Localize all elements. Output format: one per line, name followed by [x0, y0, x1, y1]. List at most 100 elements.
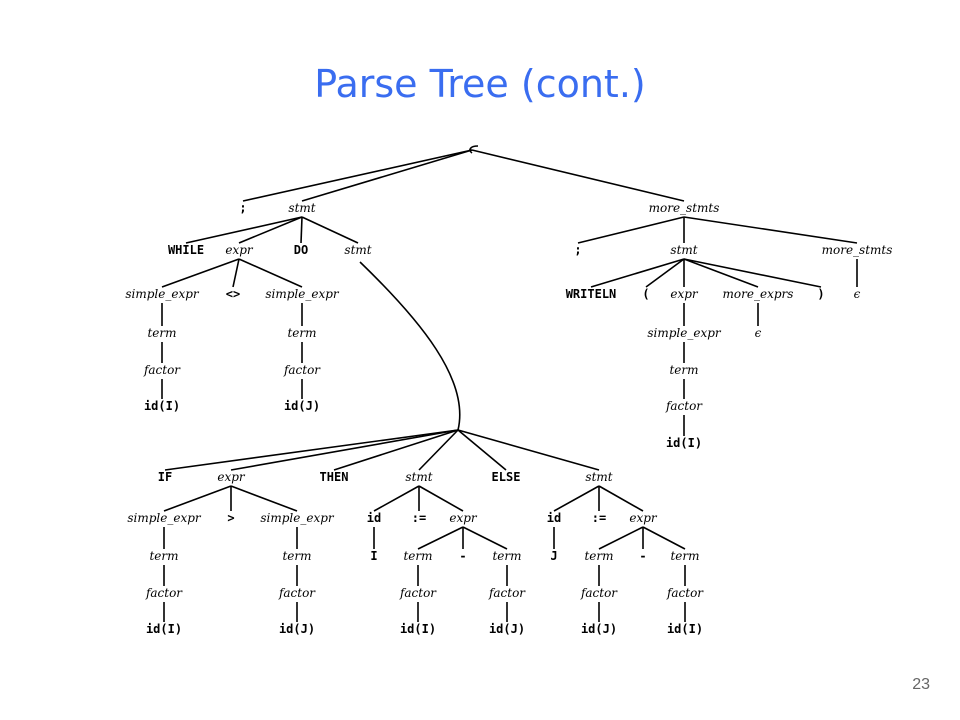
tree-node-termT1: term — [403, 549, 432, 563]
tree-node-stmtT: stmt — [405, 470, 432, 484]
tree-edge-stmt2-rp — [683, 258, 822, 288]
tree-node-termE1: term — [584, 549, 613, 563]
tree-node-facT2: factor — [488, 586, 526, 600]
tree-node-minusE: - — [639, 549, 646, 563]
tree-edge-stmt2-mexprs — [683, 258, 759, 288]
tree-edge-root-more1 — [471, 149, 685, 202]
tree-node-more1: more_stmts — [649, 201, 720, 215]
tree-node-then: THEN — [320, 470, 349, 484]
tree-node-writeln: WRITELN — [566, 287, 617, 301]
tree-node-term2: term — [287, 326, 316, 340]
tree-node-fac2: factor — [283, 363, 321, 377]
tree-node-asgE: := — [592, 511, 606, 525]
tree-node-exprT: expr — [449, 511, 478, 525]
tree-node-I: I — [370, 549, 377, 563]
tree-edge-stmt2-writeln — [590, 258, 685, 288]
tree-edge-stmt2-lp — [645, 258, 685, 288]
tree-node-idJ3: id(J) — [489, 622, 525, 636]
tree-node-stmtE: stmt — [585, 470, 612, 484]
tree-node-fac5: factor — [278, 586, 316, 600]
tree-node-expr1: expr — [225, 243, 254, 257]
tree-edge-stmtW-if — [164, 429, 459, 471]
tree-node-idI2: id(I) — [666, 436, 702, 450]
tree-node-termT2: term — [492, 549, 521, 563]
tree-node-term3: term — [669, 363, 698, 377]
tree-edge-more1-more2 — [683, 216, 858, 244]
tree-node-se5: simple_expr — [260, 511, 335, 525]
tree-node-idJ4: id(J) — [581, 622, 617, 636]
tree-edge-stmtE-exprE — [598, 485, 644, 512]
tree-edge-stmt1-while — [185, 216, 303, 244]
tree-node-facE1: factor — [580, 586, 618, 600]
tree-node-exprIf: expr — [217, 470, 246, 484]
tree-root-mark — [469, 145, 479, 154]
tree-edge-exprIf-se5 — [230, 485, 298, 512]
tree-node-term5: term — [282, 549, 311, 563]
tree-edge-root-semi1 — [242, 149, 473, 202]
tree-edge-stmt1-do — [300, 216, 303, 244]
tree-edge-root-stmt1 — [301, 149, 473, 202]
tree-node-fac3: factor — [665, 399, 703, 413]
tree-node-rp: ) — [817, 287, 824, 301]
tree-edge-stmt-body-curve — [359, 261, 461, 431]
tree-node-stmtW: stmt — [344, 243, 371, 257]
tree-edge-expr1-se2 — [238, 258, 303, 288]
tree-node-gt: > — [227, 511, 234, 525]
tree-edge-more1-semi2 — [577, 216, 685, 244]
tree-node-mexprs: more_exprs — [723, 287, 794, 301]
tree-node-term4: term — [149, 549, 178, 563]
tree-node-asgT: := — [412, 511, 426, 525]
tree-node-idI4: id(I) — [400, 622, 436, 636]
tree-edge-stmtT-exprT — [418, 485, 464, 512]
tree-node-idI3: id(I) — [146, 622, 182, 636]
tree-edge-stmt1-expr1 — [238, 216, 303, 244]
tree-edge-exprE-termE1 — [598, 526, 644, 550]
tree-node-idT: id — [367, 511, 381, 525]
tree-edge-stmtW-then — [333, 429, 459, 471]
tree-edge-stmtW-exprIf — [230, 429, 459, 471]
page-number: 23 — [912, 676, 930, 693]
tree-node-minusT: - — [459, 549, 466, 563]
tree-node-fac4: factor — [145, 586, 183, 600]
tree-node-expr2: expr — [670, 287, 699, 301]
tree-node-idE: id — [547, 511, 561, 525]
tree-node-exprE: expr — [629, 511, 658, 525]
tree-edge-expr1-se1 — [161, 258, 240, 288]
tree-edge-stmtT-idT — [373, 485, 420, 512]
tree-node-fac1: factor — [143, 363, 181, 377]
tree-node-else: ELSE — [492, 470, 521, 484]
tree-node-eps2: ϵ — [755, 326, 762, 340]
tree-edge-exprT-termT2 — [462, 526, 508, 550]
tree-node-idJ2: id(J) — [279, 622, 315, 636]
tree-node-eps1: ϵ — [854, 287, 861, 301]
tree-node-if: IF — [158, 470, 172, 484]
tree-edge-expr1-ne — [232, 258, 240, 288]
tree-edge-stmtW-else — [457, 429, 507, 471]
tree-node-se4: simple_expr — [127, 511, 202, 525]
tree-node-se2: simple_expr — [265, 287, 340, 301]
page-title: Parse Tree (cont.) — [314, 62, 646, 106]
tree-node-more2: more_stmts — [822, 243, 893, 257]
tree-edge-exprT-termT1 — [417, 526, 464, 550]
tree-node-idJ1: id(J) — [284, 399, 320, 413]
tree-edge-stmtE-idE — [553, 485, 600, 512]
tree-node-termE2: term — [670, 549, 699, 563]
tree-edge-stmt1-stmtW — [301, 216, 359, 244]
tree-node-se1: simple_expr — [125, 287, 200, 301]
tree-edge-exprE-termE2 — [642, 526, 686, 550]
tree-edge-stmtW-stmtE — [457, 429, 600, 471]
tree-node-idI1: id(I) — [144, 399, 180, 413]
tree-node-while: WHILE — [168, 243, 204, 257]
tree-node-stmt1: stmt — [288, 201, 315, 215]
tree-edge-stmtW-stmtT — [418, 429, 459, 471]
tree-node-ne: <> — [226, 287, 240, 301]
tree-node-facT1: factor — [399, 586, 437, 600]
tree-node-idI5: id(I) — [667, 622, 703, 636]
tree-node-stmt2: stmt — [670, 243, 697, 257]
tree-node-semi1: ; — [239, 201, 246, 215]
tree-node-lp: ( — [642, 287, 649, 301]
tree-node-J: J — [550, 549, 557, 563]
tree-node-do: DO — [294, 243, 308, 257]
tree-node-se3: simple_expr — [647, 326, 722, 340]
